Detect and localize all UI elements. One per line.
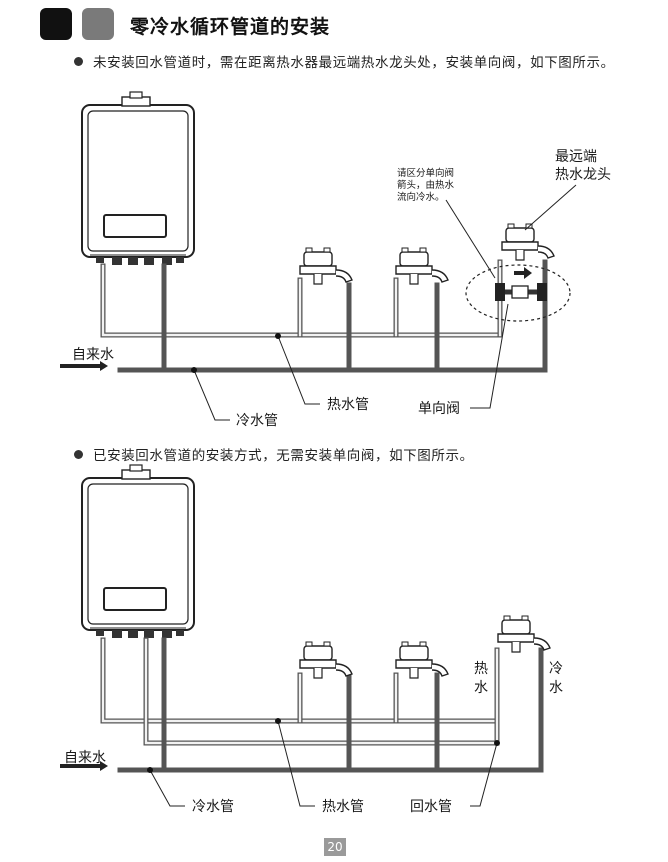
note-line-2: 箭头，由热水: [397, 179, 455, 191]
label-cold-vertical-2: 水: [549, 680, 563, 696]
faucet-icon: [299, 641, 353, 679]
bullet-no-return-pipe: 未安装回水管道时，需在距离热水器最远端热水龙头处，安装单向阀，如下图所示。: [74, 54, 644, 72]
bullet-dot-icon: [74, 57, 83, 66]
label-cold-pipe: 冷水管: [192, 799, 234, 815]
inlet-arrow-icon: [60, 764, 100, 768]
bullet-dot-icon: [74, 450, 83, 459]
note-line-1: 请区分单向阀: [397, 167, 454, 179]
check-valve-icon: [511, 285, 529, 299]
label-cold-vertical-1: 冷: [549, 661, 563, 677]
faucet-icon: [501, 223, 555, 261]
water-heater-icon: [81, 91, 195, 266]
page-number: 20: [324, 838, 346, 856]
label-hot-vertical-2: 水: [474, 680, 488, 696]
water-heater-icon: [81, 464, 195, 639]
faucet-icon: [299, 247, 353, 285]
section-marker-gray: [82, 8, 114, 40]
label-tap-water: 自来水: [64, 750, 106, 766]
label-hot-vertical-1: 热: [474, 661, 488, 677]
page-title: 零冷水循环管道的安装: [130, 16, 331, 38]
section-marker-black: [40, 8, 72, 40]
bullet-text: 已安装回水管道的安装方式，无需安装单向阀，如下图所示。: [93, 448, 474, 464]
diagram-with-return-pipe: 自来水 冷水管 热水管 回水管 热 水 冷 水: [60, 464, 563, 815]
label-farthest-tap-2: 热水龙头: [555, 167, 611, 183]
check-valve-highlight: [465, 264, 571, 322]
label-check-valve: 单向阀: [418, 401, 460, 417]
faucet-icon: [395, 641, 449, 679]
label-farthest-tap-1: 最远端: [555, 149, 597, 165]
bullet-text: 未安装回水管道时，需在距离热水器最远端热水龙头处，安装单向阀，如下图所示。: [93, 55, 615, 71]
label-return-pipe: 回水管: [410, 799, 452, 815]
note-line-3: 流向冷水。: [397, 191, 445, 203]
label-hot-pipe: 热水管: [327, 397, 369, 413]
flow-arrow-icon: [514, 267, 532, 279]
label-tap-water: 自来水: [72, 347, 114, 363]
inlet-arrow-icon: [60, 364, 100, 368]
faucet-icon: [395, 247, 449, 285]
diagram-no-return-pipe: 自来水 冷水管 热水管 单向阀 最远端 热水龙头 请区分单向阀 箭头，由热水 流…: [60, 91, 611, 429]
label-cold-pipe: 冷水管: [236, 413, 278, 429]
label-hot-pipe: 热水管: [322, 799, 364, 815]
faucet-icon: [497, 615, 551, 653]
bullet-with-return-pipe: 已安装回水管道的安装方式，无需安装单向阀，如下图所示。: [74, 447, 474, 465]
